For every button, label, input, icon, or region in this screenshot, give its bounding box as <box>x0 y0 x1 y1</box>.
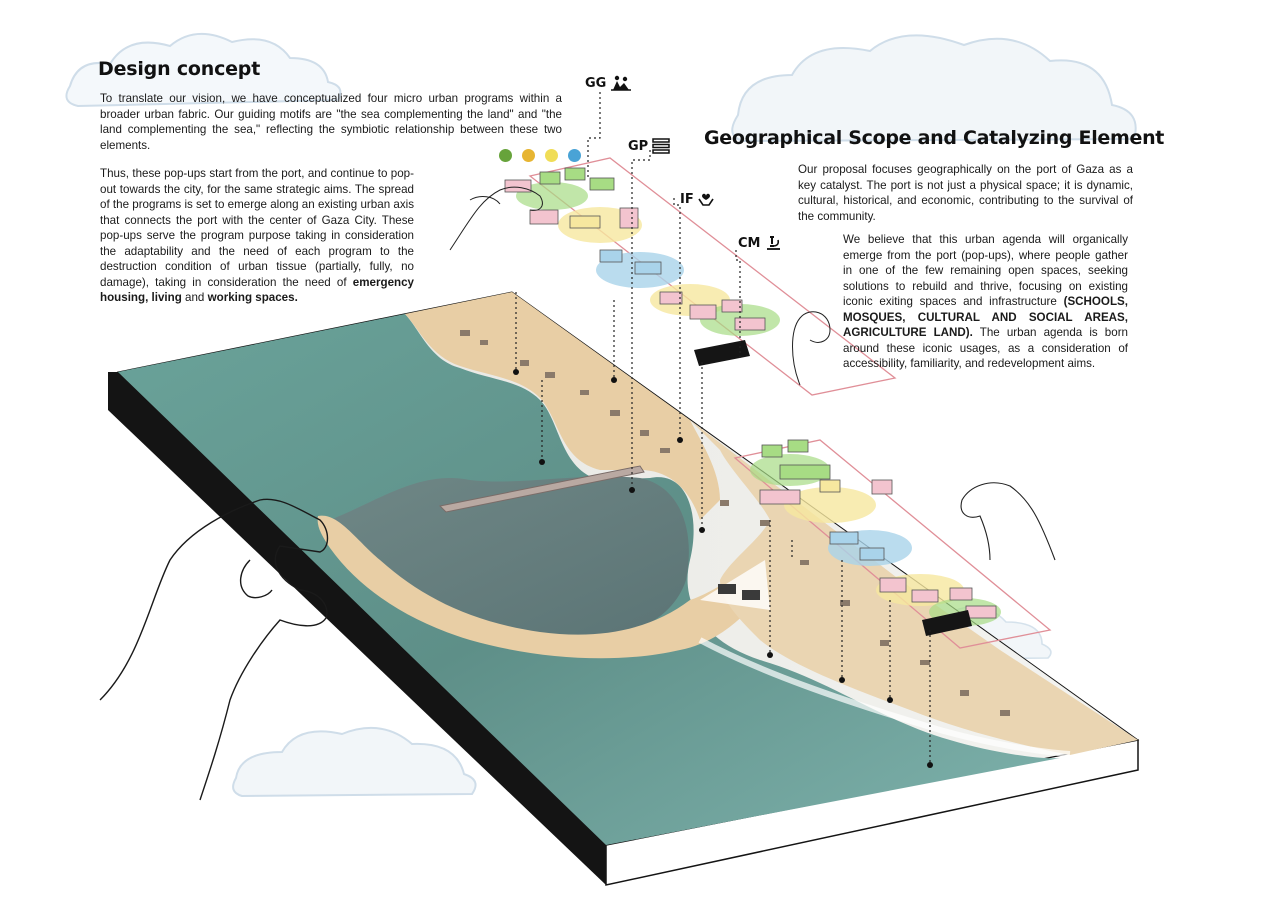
program-tag-label: CM <box>738 235 761 251</box>
harbour-breakwater-sand <box>317 515 790 659</box>
southern-beach <box>690 420 1138 755</box>
program-tag-label: IF <box>680 191 694 207</box>
program-tag-gp: GP <box>628 138 670 154</box>
legend-dot-yellow <box>545 149 558 162</box>
legend-dot-orange <box>522 149 535 162</box>
emphasis-iconic-usages: (SCHOOLS, MOSQUES, CULTURAL AND SOCIAL A… <box>843 295 1128 339</box>
microscope-icon <box>767 236 781 250</box>
hand-sketch-bottom-left <box>99 498 329 801</box>
emphasis-housing: emergency housing, living <box>100 275 414 305</box>
program-tag-gg: GG <box>585 75 632 91</box>
port-building <box>718 584 736 594</box>
paragraph-text: We believe that this urban agenda will o… <box>843 233 1128 308</box>
upper-dark-block <box>694 340 750 366</box>
program-tag-label: GG <box>585 75 607 91</box>
gardening-people-icon <box>611 75 632 91</box>
upper-program-plane <box>504 157 897 396</box>
hand-sketch-upper-left <box>449 186 543 251</box>
legend-dot-green <box>499 149 512 162</box>
port-building-2 <box>742 590 760 600</box>
lower-program-plane <box>733 439 1052 649</box>
leader-dots <box>513 369 933 768</box>
design-concept-paragraph-2: Thus, these pop-ups start from the port,… <box>100 166 414 306</box>
emphasis-working-spaces: working spaces. <box>207 291 298 304</box>
paragraph-connector: and <box>181 291 208 304</box>
cloud-decoration-left <box>65 32 342 108</box>
legend-dot-blue <box>568 149 581 162</box>
hand-sketch-right-lower <box>960 482 1056 561</box>
paragraph-text: Thus, these pop-ups start from the port,… <box>100 167 414 289</box>
leader-lines <box>515 92 931 765</box>
program-color-legend <box>499 149 581 162</box>
program-tag-if: IF <box>680 191 714 207</box>
lower-dark-block <box>922 610 972 636</box>
design-concept-title: Design concept <box>98 58 261 80</box>
geographical-scope-paragraph-1: Our proposal focuses geographically on t… <box>798 163 1133 223</box>
cloud-decoration-right <box>731 34 1137 143</box>
geographical-scope-paragraph-2: We believe that this urban agenda will o… <box>843 232 1128 372</box>
geographical-scope-title: Geographical Scope and Catalyzing Elemen… <box>704 127 1165 149</box>
stacked-layers-icon <box>652 138 670 154</box>
hand-sketch-right-middle <box>792 311 831 386</box>
coastal-sand <box>405 292 720 520</box>
program-tag-cm: CM <box>738 235 782 251</box>
beach-structures <box>460 330 1010 716</box>
cloud-decoration-bottom <box>232 727 477 798</box>
paragraph-tail: The urban agenda is born around these ic… <box>843 326 1129 370</box>
hands-heart-icon <box>698 193 714 206</box>
harbour-pier <box>438 465 645 513</box>
block-side-face <box>108 372 606 885</box>
surf-line <box>698 637 1071 757</box>
program-tag-label: GP <box>628 138 649 154</box>
design-concept-paragraph-1: To translate our vision, we have concept… <box>100 92 562 152</box>
